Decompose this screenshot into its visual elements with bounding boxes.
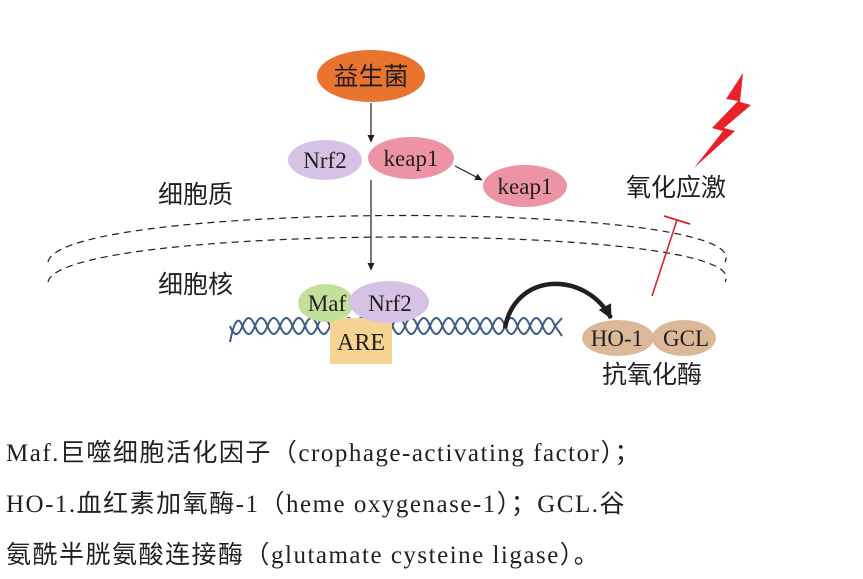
dna-helix [229,317,563,343]
inhibition-line [651,219,678,297]
maf-node [298,284,354,322]
gcl-label: GCL [663,326,709,351]
inhibition-bar [663,215,691,225]
nrf2-node [288,140,362,180]
caption-line-1: Maf.巨噬细胞活化因子（crophage-activating factor）… [6,440,641,467]
nucleus-label: 细胞核 [158,271,233,299]
nrf2-pathway-diagram: 益生菌 Nrf2 keap1 keap1 细胞质 细胞核 氧化应激 ARE Ma… [47,50,751,389]
cytoplasm-label: 细胞质 [158,181,233,209]
probiotics-label: 益生菌 [333,63,408,91]
maf-label: Maf [308,291,347,316]
gcl-node [652,320,716,356]
nrf2-nuclear-label: Nrf2 [368,291,411,316]
ho1-label: HO-1 [591,326,643,351]
nrf2-nuclear-node [349,281,429,323]
are-box [330,318,392,364]
arrow-keap1-release [454,165,483,181]
caption-line-2: HO-1.血红素加氧酶-1（heme oxygenase-1）；GCL.谷 [6,491,626,518]
are-label: ARE [337,330,385,356]
probiotics-node [317,50,425,102]
nuclear-membrane-inner [47,236,727,283]
keap1-free-label: keap1 [498,174,553,199]
nuclear-membrane-outer [47,214,727,263]
caption-line-3: 氨酰半胱氨酸连接酶（glutamate cysteine ligase）。 [6,542,601,569]
antioxidant-enzymes-label: 抗氧化酶 [602,361,702,389]
keap1-bound-label: keap1 [384,146,439,171]
lightning-icon [694,73,751,168]
ho1-node [582,320,654,356]
nrf2-label: Nrf2 [303,148,346,173]
keap1-free-node [483,165,567,207]
oxidative-stress-label: 氧化应激 [626,174,726,202]
arrow-transcription [502,281,613,329]
keap1-bound-node [368,137,454,179]
